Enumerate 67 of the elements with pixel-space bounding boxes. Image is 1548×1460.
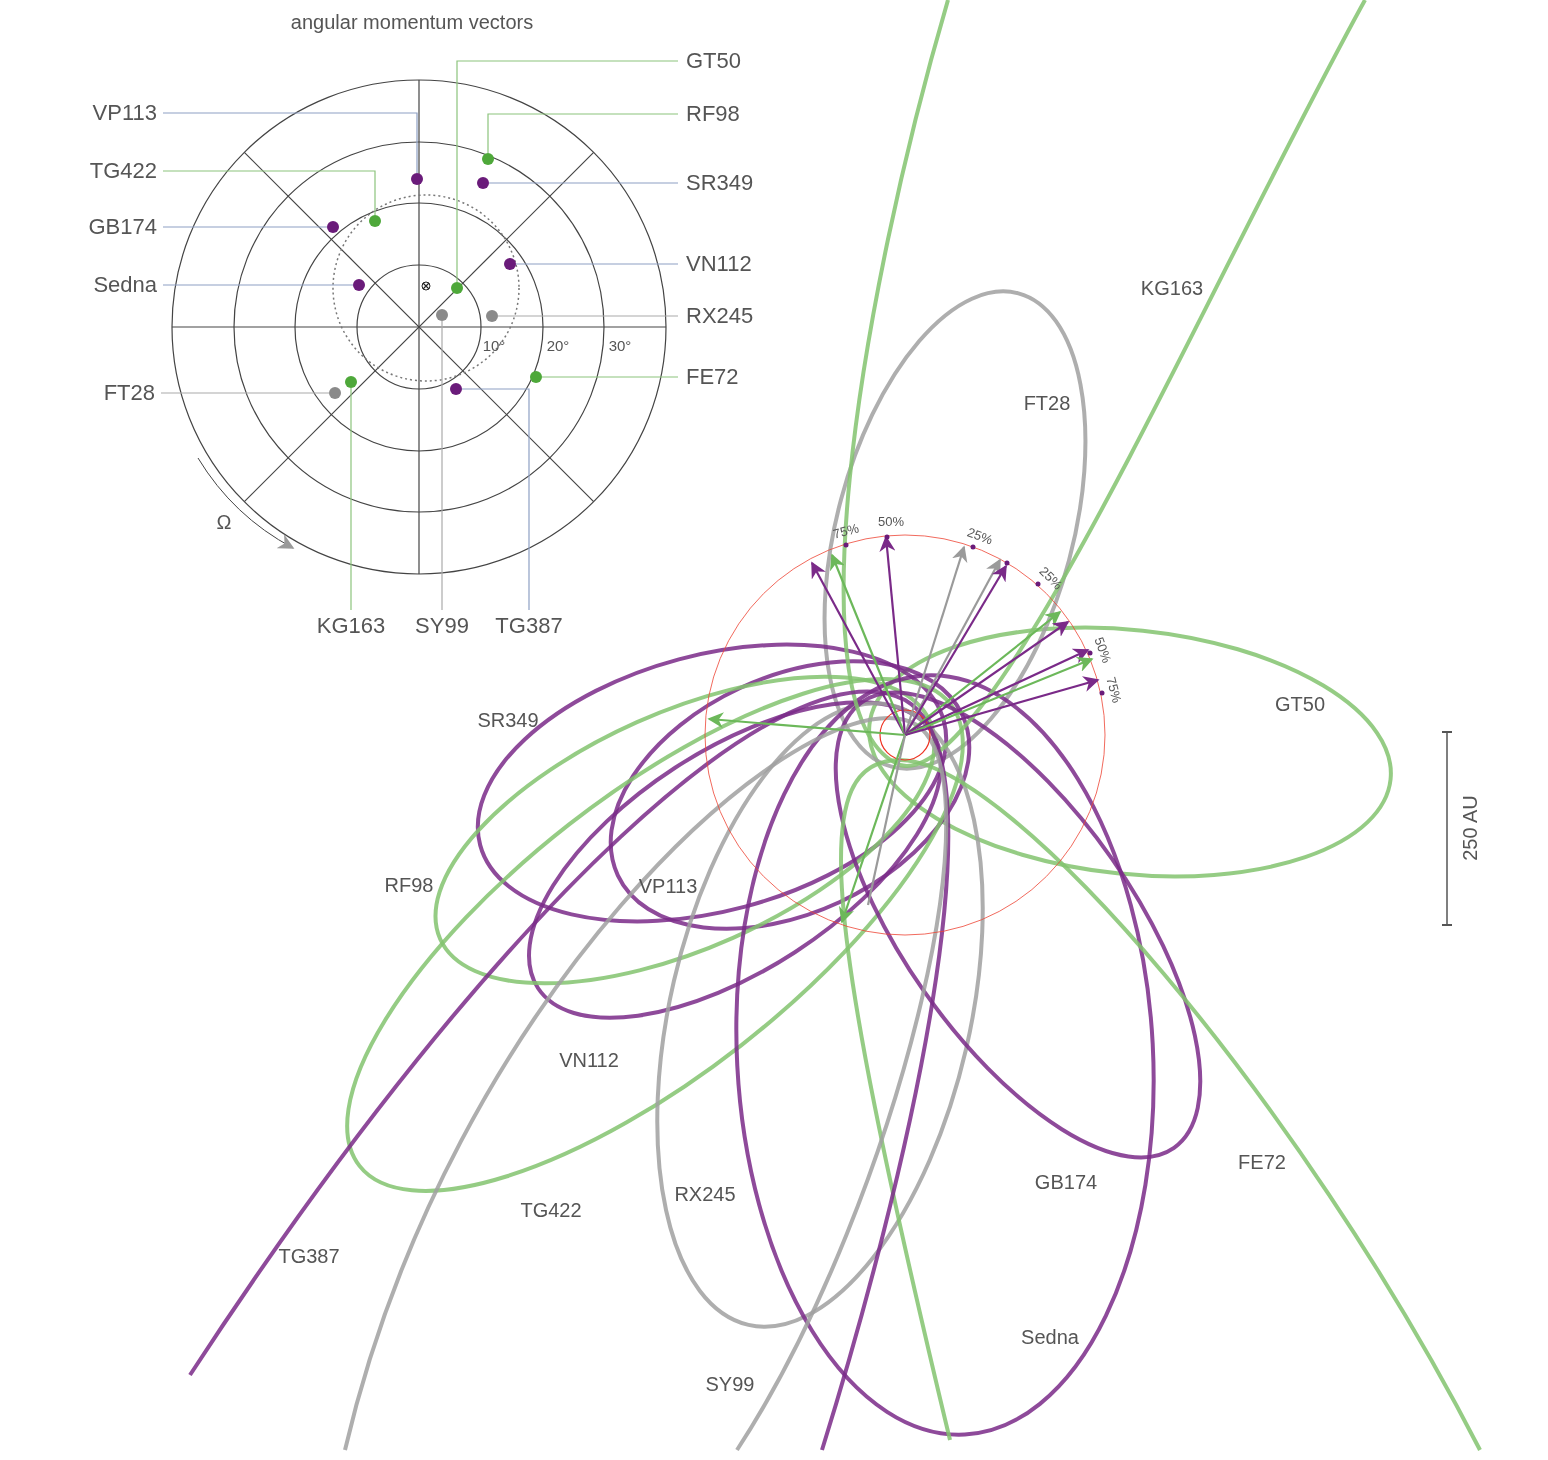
orbit-label: FE72 xyxy=(1238,1152,1286,1172)
orbit-label: GT50 xyxy=(1275,694,1325,714)
data-point xyxy=(530,371,542,383)
data-point xyxy=(369,215,381,227)
object-label: TG387 xyxy=(495,614,563,638)
object-label: SR349 xyxy=(686,171,754,195)
data-point xyxy=(504,258,516,270)
leader-line xyxy=(162,112,418,174)
data-point xyxy=(486,310,498,322)
object-label: VP113 xyxy=(92,101,157,125)
leader-line xyxy=(162,226,328,228)
percent-label: 25% xyxy=(965,525,995,547)
tick-label: 10° xyxy=(482,337,506,353)
leader-line xyxy=(350,387,352,611)
data-point xyxy=(327,221,339,233)
tick-label: 20° xyxy=(546,337,570,353)
leader-line xyxy=(541,376,679,378)
object-label: GT50 xyxy=(686,49,742,73)
chart-title: angular momentum vectors xyxy=(290,12,534,32)
leader-line xyxy=(497,315,679,317)
orbit-label: FT28 xyxy=(1023,393,1071,413)
orbit-label: Sedna xyxy=(1021,1327,1079,1347)
leader-line xyxy=(488,182,679,184)
percent-label: 75% xyxy=(1104,675,1124,705)
orbit-label: RX245 xyxy=(674,1184,736,1204)
percent-label: 50% xyxy=(878,514,904,528)
data-point xyxy=(451,282,463,294)
percent-label: 50% xyxy=(1092,635,1114,665)
object-label: VN112 xyxy=(686,252,752,276)
orbit-label: TG387 xyxy=(278,1246,340,1266)
object-label: FE72 xyxy=(686,365,739,389)
scale-label: 250 AU xyxy=(1460,795,1480,861)
leader-line xyxy=(461,388,530,611)
orbit-label: TG422 xyxy=(520,1200,582,1220)
orbit-label: RF98 xyxy=(384,875,434,895)
axis-label: Ω xyxy=(216,512,232,532)
data-point xyxy=(345,376,357,388)
orbit-label: VN112 xyxy=(559,1050,619,1070)
leader-line xyxy=(441,320,443,611)
data-point xyxy=(329,387,341,399)
data-point xyxy=(411,173,423,185)
object-label: TG422 xyxy=(89,159,157,183)
leader-line xyxy=(162,284,354,286)
data-point xyxy=(436,309,448,321)
object-label: SY99 xyxy=(415,614,469,638)
leader-line xyxy=(456,60,679,283)
object-label: KG163 xyxy=(316,614,386,638)
leader-line xyxy=(160,392,330,394)
orbit-label: SY99 xyxy=(705,1374,755,1394)
leader-line xyxy=(162,170,376,216)
data-point xyxy=(353,279,365,291)
object-label: Sedna xyxy=(93,273,157,297)
orbit-label: VP113 xyxy=(638,876,698,896)
leader-line xyxy=(515,263,679,265)
orbit-label: SR349 xyxy=(477,710,539,730)
orbit-label: GB174 xyxy=(1034,1172,1098,1192)
object-label: FT28 xyxy=(103,381,155,405)
orbit-label: KG163 xyxy=(1140,278,1204,298)
object-label: RX245 xyxy=(686,304,754,328)
object-label: RF98 xyxy=(686,102,740,126)
data-point xyxy=(450,383,462,395)
data-point xyxy=(482,153,494,165)
tick-label: 30° xyxy=(608,337,632,353)
leader-line xyxy=(487,113,679,154)
object-label: GB174 xyxy=(88,215,157,239)
data-point xyxy=(477,177,489,189)
percent-label: 75% xyxy=(831,521,861,541)
